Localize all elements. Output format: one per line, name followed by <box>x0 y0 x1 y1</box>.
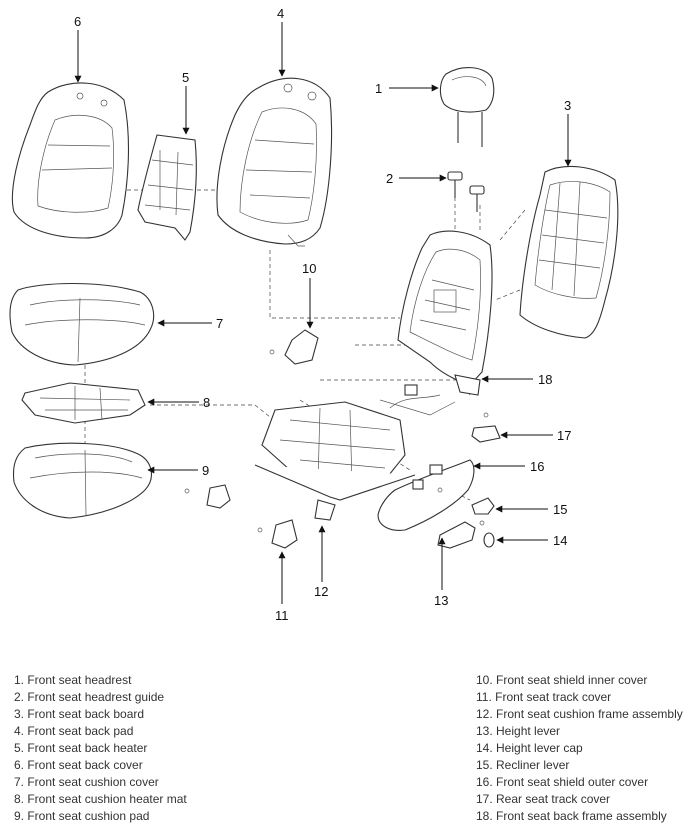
parts-legend-left: 1. Front seat headrest 2. Front seat hea… <box>14 672 187 825</box>
callout-8: 8 <box>203 395 210 410</box>
wiring-and-fasteners <box>184 349 489 533</box>
callout-12: 12 <box>314 584 328 599</box>
callout-4: 4 <box>277 6 284 21</box>
callout-13: 13 <box>434 593 448 608</box>
parts-legend-right: 10. Front seat shield inner cover 11. Fr… <box>476 672 683 825</box>
callout-16: 16 <box>530 459 544 474</box>
callout-17: 17 <box>557 428 571 443</box>
seat-back-heater <box>137 134 197 241</box>
height-lever <box>437 521 476 549</box>
legend-item: 15. Recliner lever <box>476 758 570 772</box>
height-lever-cap <box>483 532 495 548</box>
callout-10: 10 <box>302 261 316 276</box>
cushion-pad <box>12 442 152 519</box>
legend-item: 17. Rear seat track cover <box>476 792 611 806</box>
exploded-seat-diagram: 1 2 3 4 5 6 7 8 9 10 11 12 13 14 15 16 1… <box>9 6 619 623</box>
callout-2: 2 <box>386 171 393 186</box>
track-covers <box>206 484 298 549</box>
callout-7: 7 <box>216 316 223 331</box>
callout-14: 14 <box>553 533 567 548</box>
seat-back-cover <box>11 82 129 239</box>
shield-inner-cover <box>284 329 319 365</box>
legend-item: 14. Height lever cap <box>476 741 583 755</box>
seat-back-pad <box>216 77 333 247</box>
shield-outer-cover <box>377 459 475 531</box>
headrest-guides <box>447 171 485 212</box>
seat-back-frame <box>397 230 493 396</box>
legend-item: 11. Front seat track cover <box>476 690 612 704</box>
callout-6: 6 <box>74 14 81 29</box>
legend-item: 18. Front seat back frame assembly <box>476 809 667 823</box>
leader-lines <box>74 22 572 604</box>
rear-track-cover <box>471 425 501 443</box>
cushion-frame-assembly <box>254 399 456 521</box>
legend-item: 13. Height lever <box>476 724 561 738</box>
cushion-heater-mat <box>21 382 146 424</box>
legend-item: 12. Front seat cushion frame assembly <box>476 707 683 721</box>
legend-item: 9. Front seat cushion pad <box>14 809 150 823</box>
legend-item: 5. Front seat back heater <box>14 741 148 755</box>
legend-item: 10. Front seat shield inner cover <box>476 673 648 687</box>
legend-item: 16. Front seat shield outer cover <box>476 775 649 789</box>
callout-labels: 1 2 3 4 5 6 7 8 9 10 11 12 13 14 15 16 1… <box>74 6 571 623</box>
callout-15: 15 <box>553 502 567 517</box>
legend-item: 6. Front seat back cover <box>14 758 143 772</box>
legend-item: 1. Front seat headrest <box>14 673 132 687</box>
recliner-lever <box>471 497 495 515</box>
callout-18: 18 <box>538 372 552 387</box>
legend-item: 3. Front seat back board <box>14 707 145 721</box>
seat-back-board <box>519 165 619 339</box>
legend-item: 2. Front seat headrest guide <box>14 690 165 704</box>
callout-5: 5 <box>182 70 189 85</box>
callout-11: 11 <box>275 608 289 623</box>
callout-3: 3 <box>564 98 571 113</box>
cushion-cover <box>9 282 155 366</box>
headrest <box>439 67 495 147</box>
legend-item: 7. Front seat cushion cover <box>14 775 159 789</box>
callout-1: 1 <box>375 81 382 96</box>
callout-9: 9 <box>202 463 209 478</box>
legend-item: 4. Front seat back pad <box>14 724 134 738</box>
legend-item: 8. Front seat cushion heater mat <box>14 792 187 806</box>
